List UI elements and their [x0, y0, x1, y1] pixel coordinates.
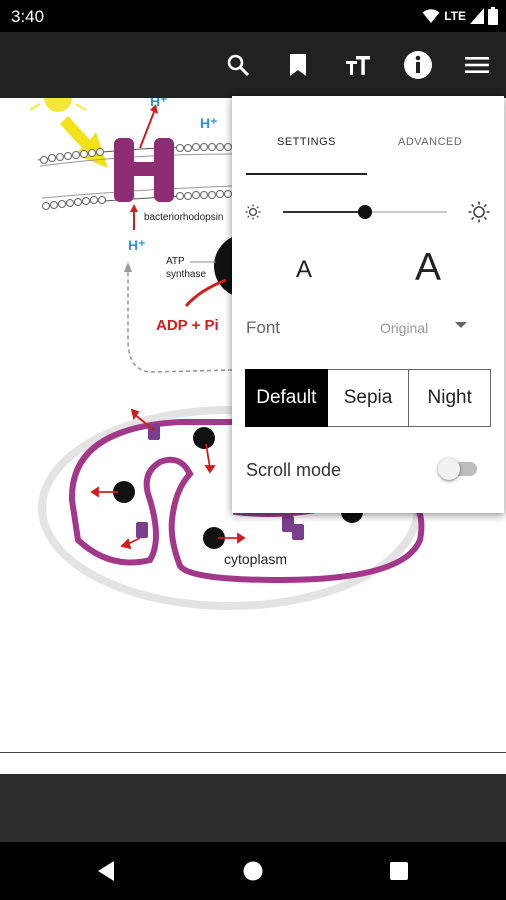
proton-label-bottom: H⁺: [128, 237, 146, 253]
network-type: LTE: [444, 9, 466, 23]
atp-synthase-label-2: synthase: [166, 269, 206, 280]
reader-settings-panel: SETTINGS ADVANCED A A Font Original Defa…: [232, 96, 504, 513]
light-arrow: [60, 116, 108, 168]
tab-advanced[interactable]: ADVANCED: [398, 136, 463, 148]
cell-membrane: [68, 419, 425, 584]
home-icon: [243, 861, 263, 881]
cytoplasm-label: cytoplasm: [224, 551, 287, 567]
status-icons: LTE: [422, 6, 498, 26]
system-nav-bar: [0, 842, 506, 900]
font-select[interactable]: Original: [380, 320, 429, 336]
search-button[interactable]: [222, 49, 254, 81]
tab-settings[interactable]: SETTINGS: [277, 136, 337, 148]
theme-night-button[interactable]: Night: [409, 369, 492, 427]
brightness-slider-fill: [283, 211, 365, 213]
proton-label-top: H⁺: [150, 98, 168, 109]
recents-icon: [390, 862, 408, 880]
bacteriorhodopsin-protein: [114, 138, 174, 202]
scroll-mode-toggle[interactable]: [438, 458, 460, 480]
increase-font-size-button[interactable]: A: [415, 246, 442, 289]
bacteriorhodopsin-label: bacteriorhodopsin: [144, 212, 224, 223]
brightness-slider-thumb[interactable]: [358, 205, 372, 219]
brightness-low-icon[interactable]: [245, 204, 261, 220]
info-icon: [404, 51, 432, 79]
membrane-proteins: [136, 424, 304, 540]
text-size-button[interactable]: [342, 49, 374, 81]
menu-button[interactable]: [461, 49, 493, 81]
battery-icon: [488, 7, 498, 25]
adp-label: ADP + Pi: [156, 317, 219, 334]
nav-recents-button[interactable]: [384, 856, 414, 886]
reader-bottom-bar: [0, 774, 506, 842]
theme-sepia-button[interactable]: Sepia: [327, 369, 410, 427]
info-button[interactable]: [402, 49, 434, 81]
chevron-down-icon[interactable]: [455, 322, 467, 328]
search-icon: [227, 54, 250, 77]
lipid-heads: [40, 143, 232, 210]
page-divider: [0, 752, 506, 753]
proton-label-mid: H⁺: [200, 115, 218, 131]
menu-icon: [465, 57, 489, 73]
scroll-mode-label: Scroll mode: [246, 460, 342, 480]
brightness-slider[interactable]: [283, 205, 447, 219]
theme-default-button[interactable]: Default: [245, 369, 328, 427]
font-label: Font: [246, 318, 281, 337]
status-bar: 3:40 LTE: [0, 0, 506, 32]
nav-back-button[interactable]: [91, 856, 121, 886]
text-size-icon: [346, 56, 370, 75]
sun-icon: [29, 98, 87, 112]
wifi-icon: [422, 9, 440, 23]
bookmark-icon: [290, 54, 306, 76]
decrease-font-size-button[interactable]: A: [296, 256, 313, 283]
back-icon: [98, 861, 114, 881]
brightness-high-icon[interactable]: [468, 201, 490, 223]
tab-indicator: [246, 173, 367, 175]
nav-home-button[interactable]: [238, 856, 268, 886]
reader-toolbar: [0, 32, 506, 98]
atp-synthase-label-1: ATP: [166, 256, 185, 267]
theme-selector: Default Sepia Night: [245, 369, 492, 427]
status-time: 3:40: [11, 7, 45, 26]
bookmark-button[interactable]: [282, 49, 314, 81]
signal-icon: [470, 8, 484, 24]
